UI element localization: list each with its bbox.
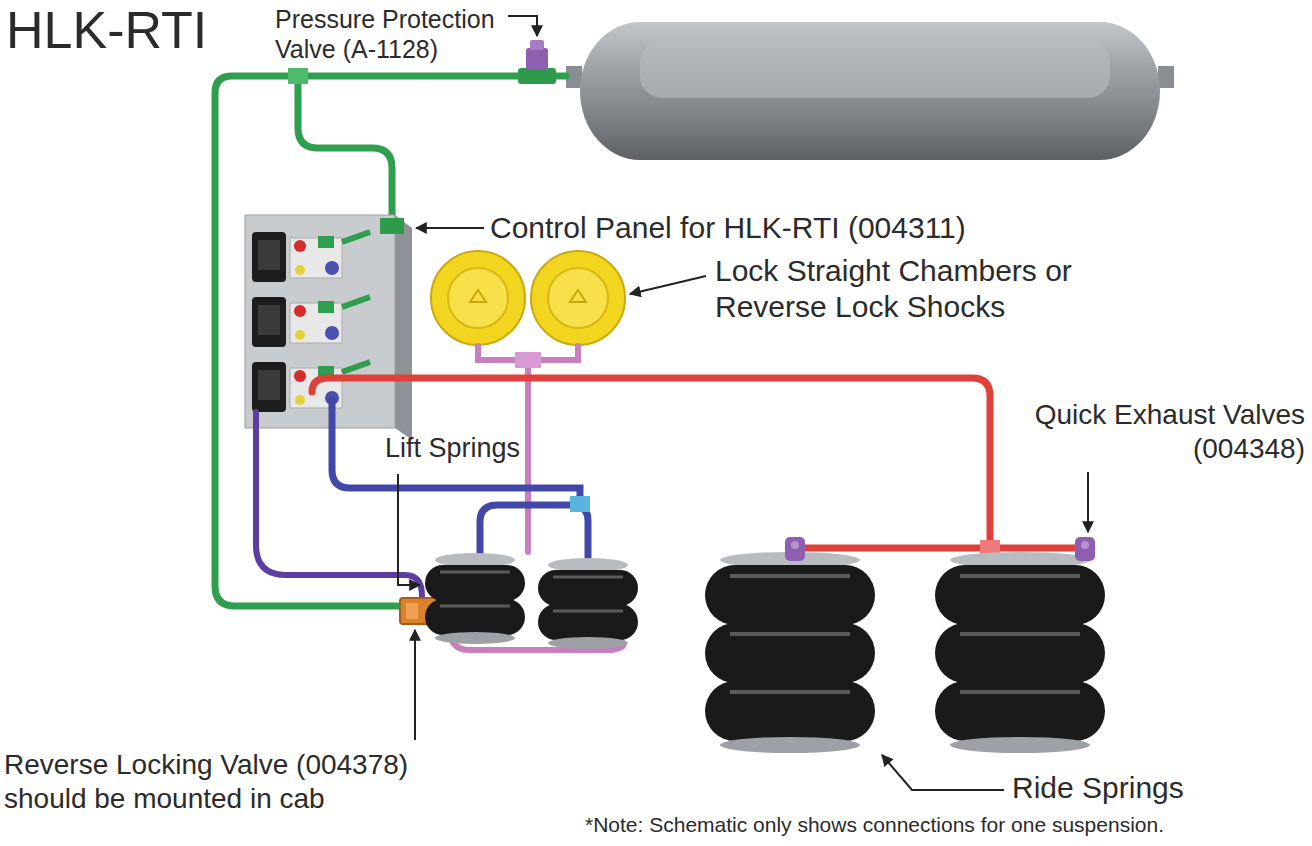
control-panel [245, 215, 395, 428]
quick-exhaust-valve [785, 537, 805, 561]
panel-valve [325, 261, 339, 275]
ride-spring [730, 576, 850, 692]
lift-spring [548, 637, 628, 649]
leader-line [398, 474, 420, 585]
lift-spring [538, 570, 638, 606]
air-tank [1158, 66, 1174, 88]
tee-fitting [570, 496, 590, 512]
panel-valve [295, 265, 305, 275]
panel-valve [294, 240, 306, 252]
leader-line [882, 755, 1004, 790]
panel-valve [295, 395, 305, 405]
panel-valve [318, 301, 334, 313]
quick-exhaust-valve [791, 541, 799, 549]
supply-line [215, 76, 566, 606]
panel-valve [258, 240, 280, 270]
lift-line [332, 400, 580, 505]
lock-chamber [570, 290, 586, 302]
quick-exhaust-valve [1081, 541, 1089, 549]
part-label: Reverse Locking Valve (004378) should be… [4, 748, 474, 815]
panel-valve [342, 297, 370, 307]
panel-valve [325, 326, 339, 340]
air-tank [566, 22, 1174, 160]
ride-line [312, 378, 990, 548]
panel-valve [290, 303, 342, 343]
control-panel [395, 215, 412, 440]
air-tank [640, 40, 1110, 98]
reverse-locking-valve [406, 603, 418, 619]
panel-valve [258, 305, 280, 335]
part-label: Lock Straight Chambers or Reverse Lock S… [715, 253, 1135, 325]
lift-spring [425, 599, 525, 635]
air-tank [580, 22, 1160, 160]
lock-chamber [470, 290, 486, 302]
pressure-protection-valve [518, 40, 556, 84]
lift-spring [538, 558, 638, 649]
lift-spring [425, 553, 525, 644]
lock-chamber [431, 251, 525, 345]
ride-spring [950, 737, 1090, 753]
panel-valve [295, 330, 305, 340]
lift-spring [553, 577, 623, 611]
panel-valve [342, 232, 370, 242]
lift-line [332, 400, 588, 566]
part-label: Quick Exhaust Valves (004348) [1005, 398, 1305, 465]
leader-line [508, 16, 537, 36]
pressure-protection-valve [518, 68, 556, 84]
lock-chamber [531, 251, 625, 345]
leader-line [630, 276, 706, 294]
quick-exhaust-valve [785, 537, 805, 561]
lock-chamber [531, 251, 625, 345]
panel-valve [252, 297, 370, 347]
pressure-protection-valve [526, 48, 548, 70]
panel-valve [342, 362, 370, 372]
part-label: Pressure Protection Valve (A-1128) [275, 4, 525, 64]
ride-spring [705, 552, 875, 753]
note-text: *Note: Schematic only shows connections … [585, 812, 1164, 837]
supply-line [298, 76, 392, 222]
pressure-protection-valve [530, 40, 544, 50]
tee-fitting [288, 68, 308, 84]
lock-line [525, 360, 531, 552]
lift-spring [435, 553, 515, 567]
quick-exhaust-valve [1075, 537, 1095, 561]
ride-line [795, 545, 1085, 552]
lift-spring [435, 632, 515, 644]
part-label: Lift Springs [385, 432, 520, 464]
panel-valve [290, 238, 342, 278]
panel-valve [252, 232, 286, 282]
part-label: Ride Springs [1012, 770, 1184, 806]
lift-spring [538, 604, 638, 640]
diagram-title: HLK-RTI [6, 4, 207, 56]
leader-line [398, 16, 1088, 790]
ride-spring [960, 576, 1080, 692]
panel-valve [252, 297, 286, 347]
lock-chamber [548, 268, 608, 328]
lock-chamber [431, 251, 525, 345]
panel-valve [252, 362, 286, 412]
supply-line [215, 76, 566, 606]
control-panel [380, 218, 404, 234]
ride-spring [720, 737, 860, 753]
ride-line [312, 378, 1085, 548]
panel-valve [252, 232, 370, 282]
panel-valve [294, 305, 306, 317]
part-label: Control Panel for HLK-RTI (004311) [490, 210, 966, 246]
lock-chamber [448, 268, 508, 328]
panel-valve [258, 370, 280, 400]
leader-line [1087, 472, 1089, 532]
lift-spring [440, 572, 510, 606]
leader-line [416, 227, 484, 229]
leader-line [414, 630, 416, 740]
tee-fitting [515, 352, 541, 368]
quick-exhaust-valve [1075, 537, 1095, 561]
ride-spring [935, 552, 1105, 753]
panel-valve [294, 370, 306, 382]
lift-spring [548, 558, 628, 572]
panel-valve [318, 236, 334, 248]
lift-spring [425, 565, 525, 601]
